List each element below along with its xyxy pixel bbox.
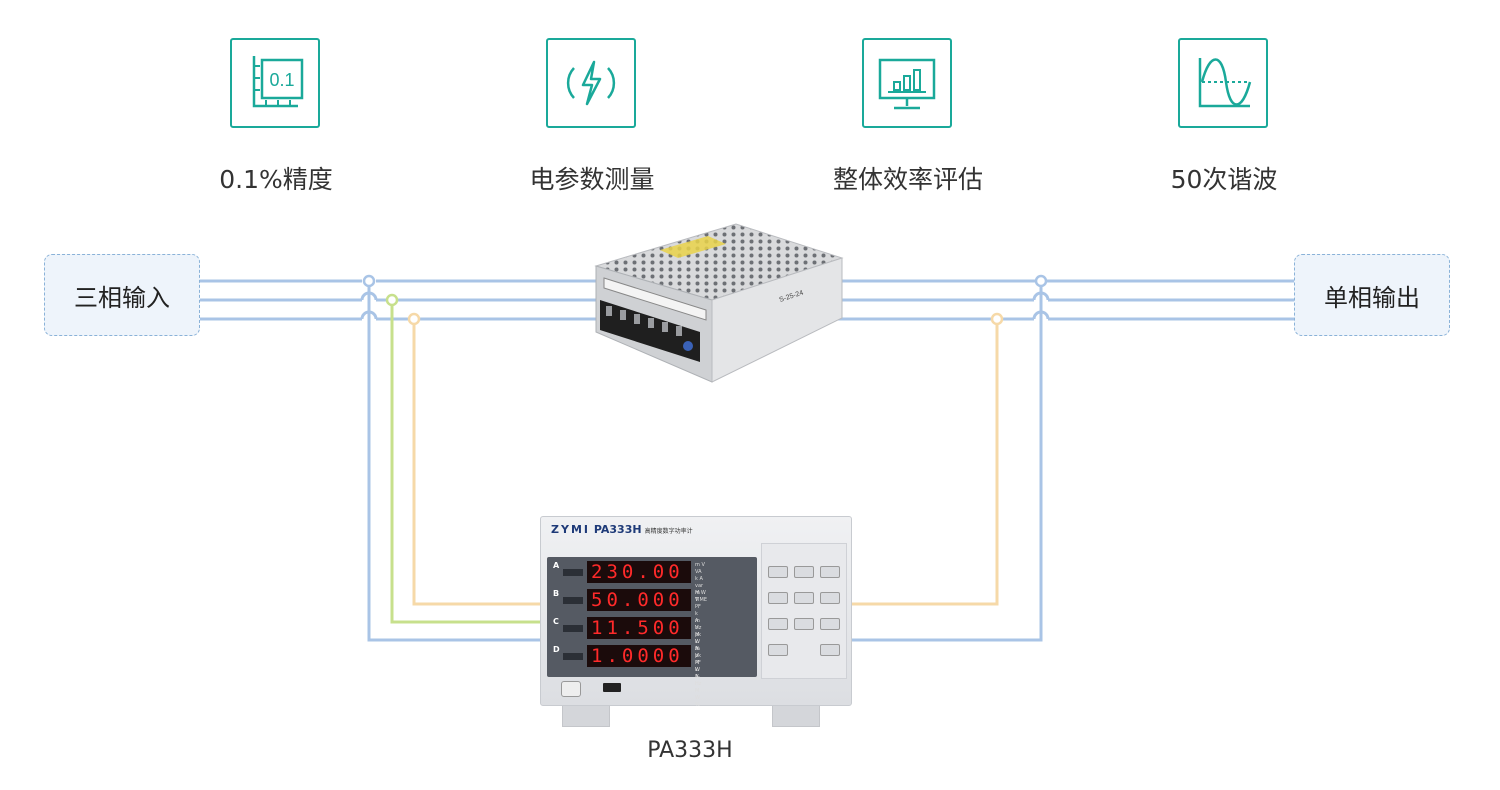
output-label: 单相输出 [1324,283,1420,312]
keypad-button[interactable] [794,566,814,578]
precision-0.1-icon: 0.1 [230,38,320,128]
keypad-button[interactable] [794,618,814,630]
lightning-bolt-icon [546,38,636,128]
sine-wave-icon [1178,38,1268,128]
input-label: 三相输入 [74,283,170,312]
output-blue-lead [852,281,1043,642]
keypad-button[interactable] [820,566,840,578]
three-phase-input-box: 三相输入 [44,254,200,336]
keypad-button[interactable] [820,644,840,656]
meter-foot-right [772,706,820,727]
feature-label: 电参数测量 [529,165,655,194]
input-blue-lead [367,281,542,642]
channel-letter: D [553,645,560,654]
row-tag [563,597,583,604]
display-value: 1.0000 [587,645,691,667]
keypad-button[interactable] [820,592,840,604]
feature-label: 50次谐波 [1170,165,1278,194]
meter-subtitle: 高精度数字功率计 [644,528,693,535]
row-tag [563,625,583,632]
output-orange-lead [852,319,999,606]
channel-letter: B [553,589,560,598]
meter-brand: ZYMI [551,523,590,536]
input-green-lead [390,300,542,624]
monitor-bar-chart-icon [862,38,952,128]
channel-letter: C [553,617,559,626]
power-button[interactable] [561,681,581,697]
precision-icon-text: 0.1 [269,70,294,90]
usb-port [603,683,621,692]
keypad-button[interactable] [768,618,788,630]
meter-keypad [761,543,847,679]
row-tag [563,569,583,576]
channel-letter: A [553,561,560,570]
row-tag [563,653,583,660]
feature-label: 整体效率评估 [832,165,983,194]
meter-model: PA333H [593,523,642,536]
display-value: 230.00 [587,561,691,583]
keypad-button[interactable] [820,618,840,630]
keypad-button[interactable] [794,592,814,604]
keypad-button[interactable] [768,592,788,604]
single-phase-output-box: 单相输出 [1294,254,1450,336]
display-value: 50.000 [587,589,691,611]
keypad-button[interactable] [768,566,788,578]
keypad-button[interactable] [768,644,788,656]
input-orange-lead [412,319,542,606]
feature-label: 0.1%精度 [219,165,333,194]
meter-foot-left [562,706,610,727]
display-value: 11.500 [587,617,691,639]
device-caption: PA333H [647,738,733,763]
